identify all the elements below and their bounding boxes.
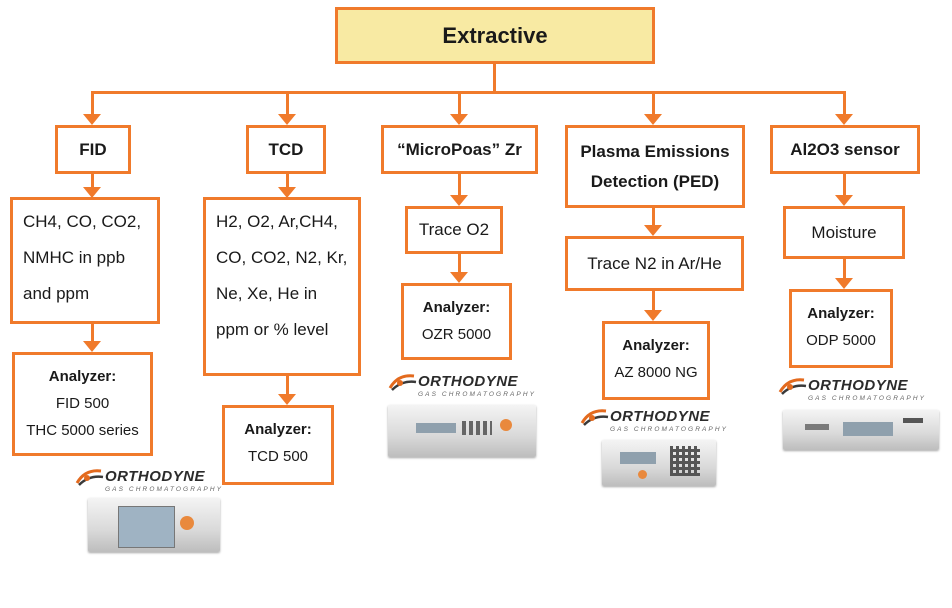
connector-fid-target [91,172,94,188]
analyzer-heading: Analyzer: [422,299,491,316]
connector-zr-target [458,172,461,196]
analyzer-micropoas-zr: Analyzer: OZR 5000 [401,283,512,360]
detector-tcd: TCD [246,125,326,174]
analyzer-model: ODP 5000 [806,332,876,349]
connector-tcd-analyzer [286,374,289,395]
root-stem [493,62,496,92]
orthodyne-mark-icon [388,374,417,391]
arrow-al2o3-detector [835,114,853,125]
orthodyne-logo: ORTHODYNE GAS CHROMATOGRAPHY [388,372,534,402]
detector-label: TCD [268,139,304,159]
branch-bus [91,91,844,94]
detector-label: FID [79,139,107,159]
analyzer-al2o3-sensor: Analyzer: ODP 5000 [789,289,893,368]
orthodyne-logo: ORTHODYNE GAS CHROMATOGRAPHY [778,376,924,406]
arrow-al2o3-target [835,195,853,206]
arrow-zr-detector [450,114,468,125]
detector-fid: FID [55,125,131,174]
brand-name: ORTHODYNE [610,408,711,425]
detector-micropoas-zr: “MicroPoas” Zr [381,125,538,174]
analyzer-device-image [88,498,220,552]
arrow-zr-target [450,195,468,206]
target-label: Trace O2 [418,220,490,239]
analyzer-ped: Analyzer: AZ 8000 NG [602,321,710,400]
target-label: H2, O2, Ar,CH4, CO, CO2, N2, Kr, Ne, Xe,… [216,212,348,339]
orthodyne-mark-icon [778,378,807,395]
arrow-fid-target [83,187,101,198]
target-ped: Trace N2 in Ar/He [565,236,744,291]
analyzer-model: THC 5000 series [26,422,139,439]
target-label: Moisture [811,222,877,242]
connector-ped-target [652,206,655,226]
brand-tagline: GAS CHROMATOGRAPHY [105,486,224,493]
brand-tagline: GAS CHROMATOGRAPHY [610,426,729,433]
analyzer-model: FID 500 [55,395,110,412]
arrow-fid-detector [83,114,101,125]
arrow-ped-detector [644,114,662,125]
analyzer-model: OZR 5000 [421,326,492,343]
target-al2o3-sensor: Moisture [783,206,905,259]
brand-name: ORTHODYNE [418,373,519,390]
target-fid: CH4, CO, CO2, NMHC in ppb and ppm [10,197,160,324]
connector-ped-drop [652,91,655,115]
analyzer-heading: Analyzer: [622,337,690,354]
target-label: Trace N2 in Ar/He [587,253,722,273]
detector-label: “MicroPoas” Zr [397,139,522,159]
analyzer-device-image [602,440,716,486]
brand-name: ORTHODYNE [808,377,909,394]
detector-al2o3-sensor: Al2O3 sensor [770,125,920,174]
connector-al2o3-drop [843,91,846,115]
connector-fid-drop [91,91,94,115]
arrow-zr-analyzer [450,272,468,283]
detector-ped: Plasma Emissions Detection (PED) [565,125,745,208]
analyzer-fid: Analyzer: FID 500 THC 5000 series [12,352,153,456]
connector-al2o3-analyzer [843,257,846,279]
target-tcd: H2, O2, Ar,CH4, CO, CO2, N2, Kr, Ne, Xe,… [203,197,361,376]
connector-ped-analyzer [652,289,655,311]
arrow-tcd-target [278,187,296,198]
orthodyne-mark-icon [75,469,104,486]
root-node-extractive: Extractive [335,7,655,64]
target-micropoas-zr: Trace O2 [405,206,503,254]
root-label: Extractive [442,22,548,48]
analyzer-device-image [388,405,536,457]
analyzer-model: TCD 500 [247,448,309,465]
arrow-ped-analyzer [644,310,662,321]
target-label: CH4, CO, CO2, NMHC in ppb and ppm [23,212,142,303]
connector-fid-analyzer [91,322,94,342]
brand-tagline: GAS CHROMATOGRAPHY [418,391,537,398]
detector-label: Al2O3 sensor [790,139,900,159]
orthodyne-mark-icon [580,409,609,426]
connector-al2o3-target [843,172,846,196]
orthodyne-logo: ORTHODYNE GAS CHROMATOGRAPHY [580,407,726,437]
connector-tcd-drop [286,91,289,115]
connector-zr-drop [458,91,461,115]
arrow-fid-analyzer [83,341,101,352]
analyzer-heading: Analyzer: [244,421,312,438]
orthodyne-logo: ORTHODYNE GAS CHROMATOGRAPHY [75,467,221,497]
arrow-tcd-analyzer [278,394,296,405]
arrow-tcd-detector [278,114,296,125]
connector-tcd-target [286,172,289,188]
brand-name: ORTHODYNE [105,468,206,485]
analyzer-device-image [783,410,939,450]
brand-tagline: GAS CHROMATOGRAPHY [808,395,927,402]
arrow-al2o3-analyzer [835,278,853,289]
arrow-ped-target [644,225,662,236]
detector-label: Plasma Emissions Detection (PED) [580,141,730,191]
analyzer-heading: Analyzer: [807,305,875,322]
analyzer-heading: Analyzer: [48,368,117,385]
analyzer-model: AZ 8000 NG [614,364,698,381]
connector-zr-analyzer [458,252,461,273]
analyzer-tcd: Analyzer: TCD 500 [222,405,334,485]
